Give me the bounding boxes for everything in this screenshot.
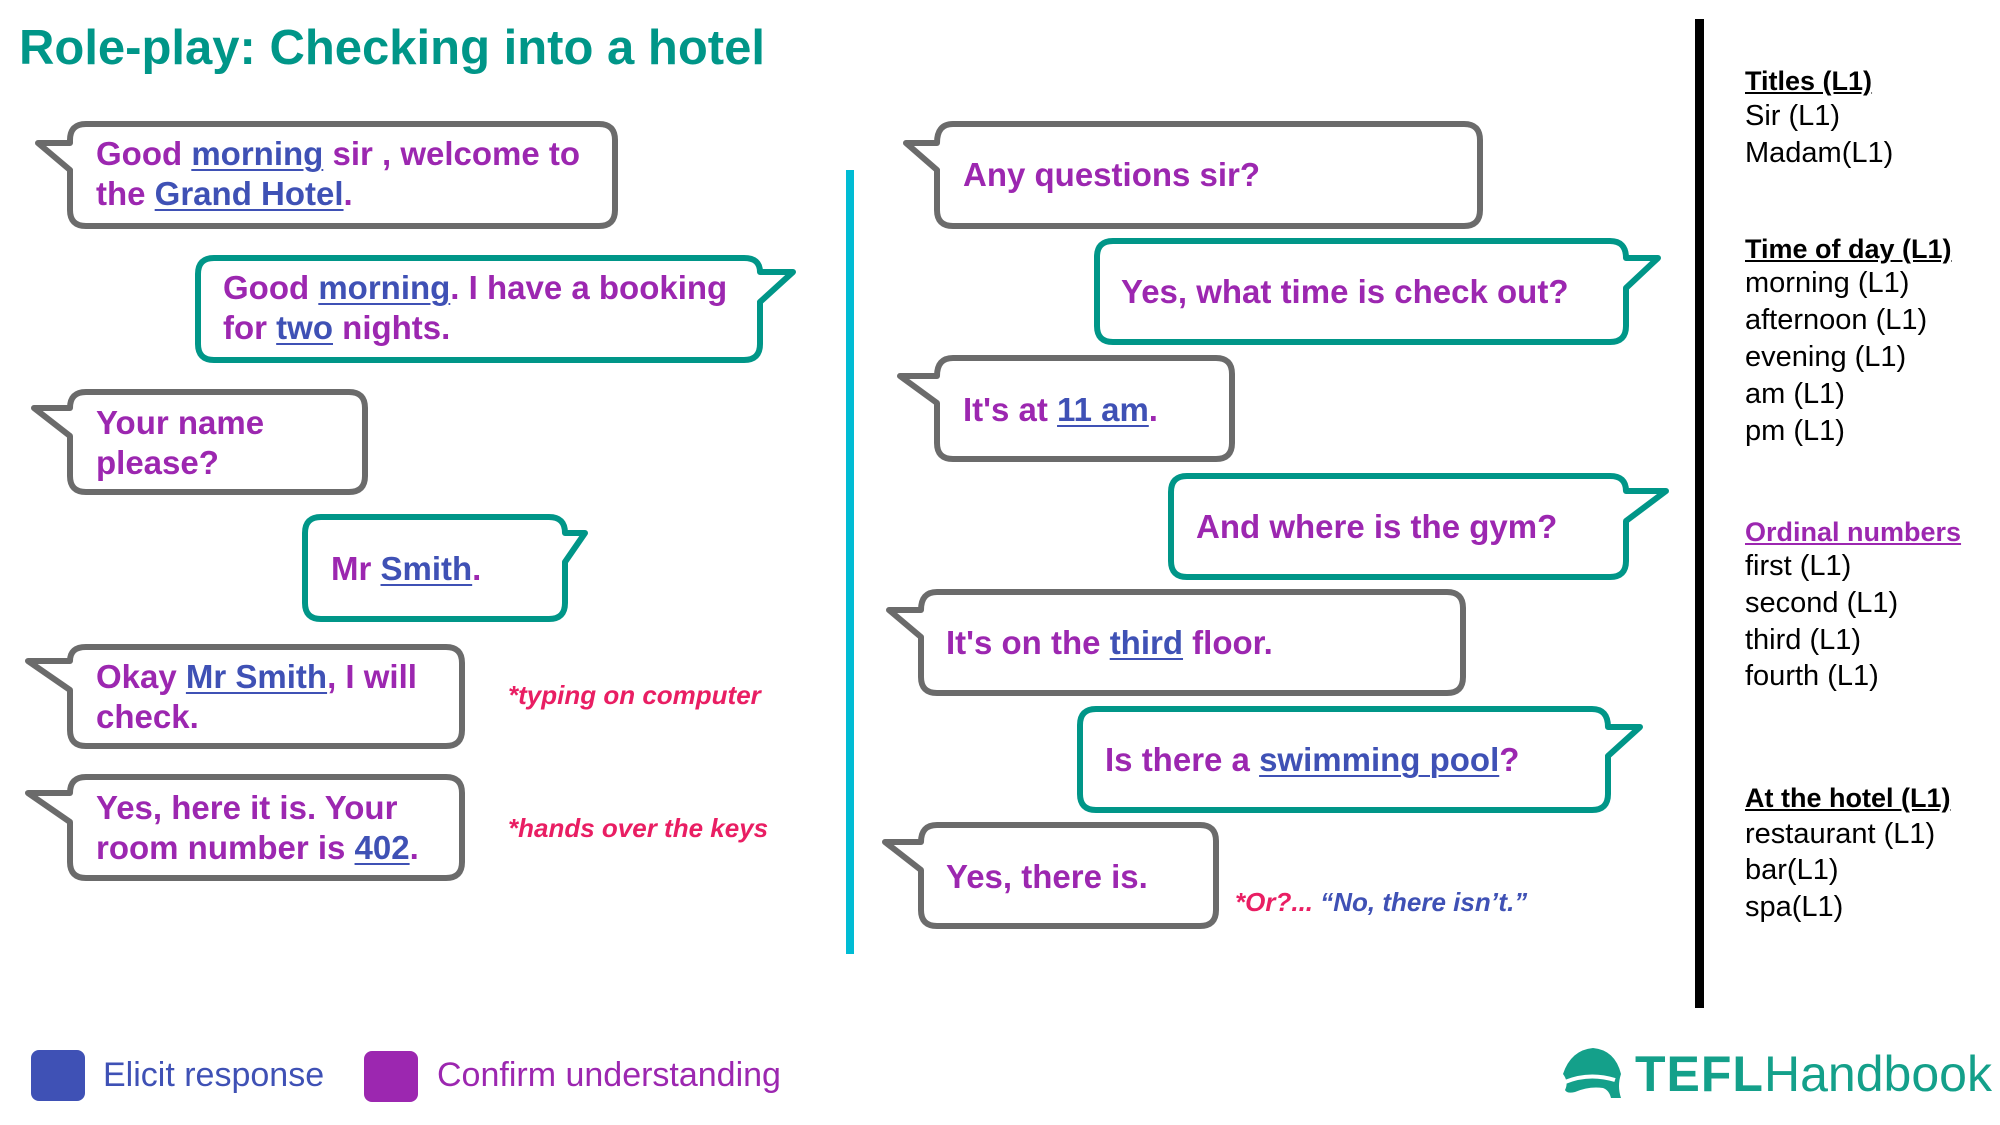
dialogue-line-4: Mr Smith. [331, 550, 482, 587]
dialogue-line-8: Yes, what time is check out? [1121, 273, 1569, 310]
legend-swatch-confirm [364, 1051, 418, 1102]
logo-text-bold: TEFL [1635, 1046, 1764, 1102]
vocab-item: am (L1) [1745, 378, 1845, 410]
vocab-item: restaurant (L1) [1745, 818, 1936, 850]
legend-label-confirm: Confirm understanding [437, 1056, 781, 1094]
vocab-item: first (L1) [1745, 550, 1852, 582]
speech-bubble-10 [1168, 473, 1669, 580]
vocab-item: bar(L1) [1745, 854, 1839, 886]
dialogue-line-3: Your name please? [96, 404, 265, 481]
dialogue-line-1: Good morning sir , welcome to the Grand … [96, 135, 581, 212]
dialogue-line-5: Okay Mr Smith, I will check. [96, 658, 417, 735]
key-word: morning [191, 135, 324, 172]
key-word: two [276, 309, 333, 346]
vocab-item: Sir (L1) [1745, 100, 1841, 132]
legend-swatch-elicit [31, 1050, 85, 1101]
vocab-item: Madam(L1) [1745, 137, 1894, 169]
speech-bubble-2 [195, 255, 796, 363]
dialogue-line-2: Good morning. I have a booking for two n… [223, 269, 728, 346]
dialogue-line-11: It's on the third floor. [946, 624, 1273, 661]
speech-bubble-8 [1094, 238, 1661, 345]
speech-bubble-13 [882, 822, 1219, 929]
dialogue-line-6: Yes, here it is. Your room number is 402… [96, 789, 419, 866]
vocab-heading-titles: Titles (L1) [1745, 66, 1873, 96]
key-word: Smith [380, 550, 473, 587]
speech-bubble-3 [31, 389, 368, 495]
dialogue-line-13: Yes, there is. [946, 858, 1148, 895]
vocab-item: second (L1) [1745, 587, 1899, 619]
stage-note-typing: *typing on computer [508, 680, 761, 710]
vocab-item: morning (L1) [1745, 267, 1910, 299]
vocab-item: evening (L1) [1745, 341, 1907, 373]
speech-bubble-9 [897, 355, 1235, 462]
key-word: swimming pool [1259, 741, 1500, 778]
dialogue-line-12: Is there a swimming pool? [1105, 741, 1520, 778]
speech-bubble-5 [25, 644, 465, 749]
vocabulary-divider [1695, 19, 1704, 1008]
column-divider [846, 170, 854, 954]
key-word: Mr Smith [185, 658, 328, 695]
key-word: 402 [354, 829, 410, 866]
dialogue-line-10: And where is the gym? [1196, 508, 1558, 545]
vocab-item: third (L1) [1745, 624, 1862, 656]
key-word: third [1109, 624, 1184, 661]
speech-bubble-6 [25, 774, 465, 881]
stage-note-keys: *hands over the keys [508, 813, 769, 843]
legend-label-elicit: Elicit response [103, 1056, 325, 1094]
stage-note-alternative: *Or?... “No, there isn’t.” [1235, 887, 1528, 917]
logo-text-regular: Handbook [1763, 1046, 1992, 1102]
dialogue-line-9: It's at 11 am. [963, 391, 1158, 428]
key-word: Grand Hotel [154, 175, 344, 212]
key-word: morning [318, 269, 451, 306]
vocab-item: afternoon (L1) [1745, 304, 1928, 336]
speech-bubble-11 [886, 589, 1466, 696]
vocab-heading-time-of-day: Time of day (L1) [1745, 234, 1952, 264]
key-word: 11 am [1057, 391, 1149, 428]
page-title: Role-play: Checking into a hotel [19, 21, 765, 75]
vocab-heading-ordinal-numbers: Ordinal numbers [1745, 517, 1962, 547]
speech-bubble-12 [1077, 706, 1643, 813]
dialogue-line-7: Any questions sir? [963, 156, 1261, 193]
vocab-item: spa(L1) [1745, 891, 1844, 923]
graduation-cap-icon [1563, 1048, 1621, 1098]
vocab-item: pm (L1) [1745, 415, 1845, 447]
vocab-heading-at-the-hotel: At the hotel (L1) [1745, 783, 1951, 813]
vocab-item: fourth (L1) [1745, 660, 1879, 692]
speech-bubble-4 [302, 514, 588, 622]
speech-bubble-7 [903, 121, 1483, 229]
speech-bubble-1 [35, 121, 618, 229]
